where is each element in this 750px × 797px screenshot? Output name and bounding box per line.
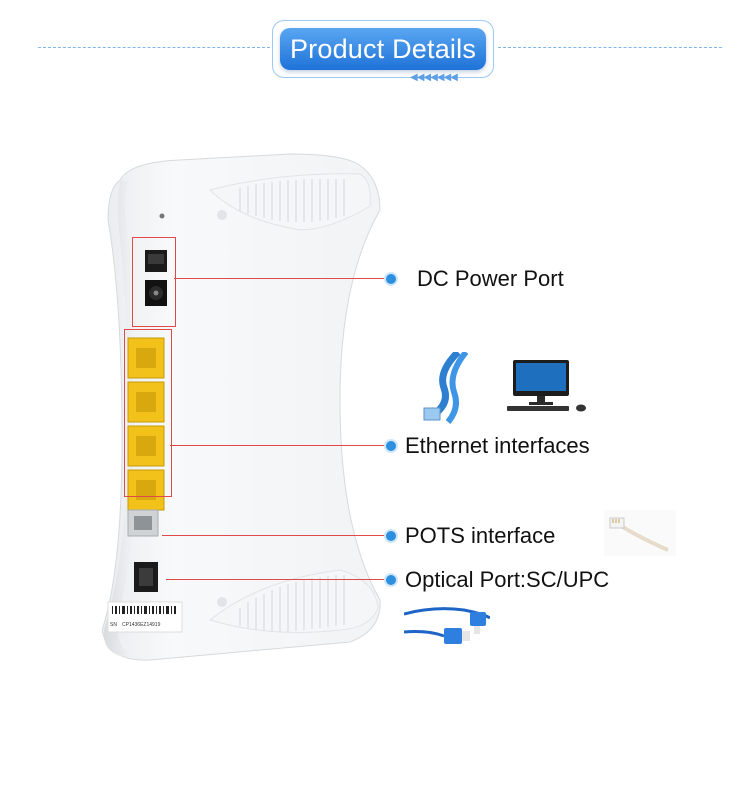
dc-power-highlight-box: [132, 237, 176, 327]
header-dashed-line-left: [38, 47, 270, 48]
dc-power-callout-line: [174, 278, 388, 279]
pots-label: POTS interface: [405, 523, 556, 548]
dc-power-label: DC Power Port: [417, 266, 564, 291]
fiber-connector-icon: [404, 607, 490, 644]
sn-value: CP1436EZ14919: [122, 622, 161, 628]
ethernet-cable-icon: [423, 352, 469, 424]
header-dashed-line-right: [498, 47, 722, 48]
router-device-illustration: SN CP1436EZ14919: [101, 153, 381, 661]
optical-dot: [384, 573, 398, 587]
phone-cord-icon: [604, 510, 676, 556]
optical-callout-line: [166, 579, 388, 580]
page-title: Product Details: [280, 28, 486, 70]
dc-power-dot: [384, 272, 398, 286]
ethernet-highlight-box: [124, 329, 172, 497]
header-frame: [272, 20, 494, 78]
header-arrows-icon: ◀◀◀◀◀◀◀: [410, 72, 458, 83]
ethernet-dot: [384, 439, 398, 453]
ethernet-callout-line: [170, 445, 388, 446]
pots-callout-line: [162, 535, 388, 536]
desktop-computer-icon: [507, 360, 586, 412]
optical-label: Optical Port:SC/UPC: [405, 567, 610, 592]
ethernet-label: Ethernet interfaces: [405, 433, 590, 458]
sn-label: SN: [110, 622, 117, 628]
pots-dot: [384, 529, 398, 543]
